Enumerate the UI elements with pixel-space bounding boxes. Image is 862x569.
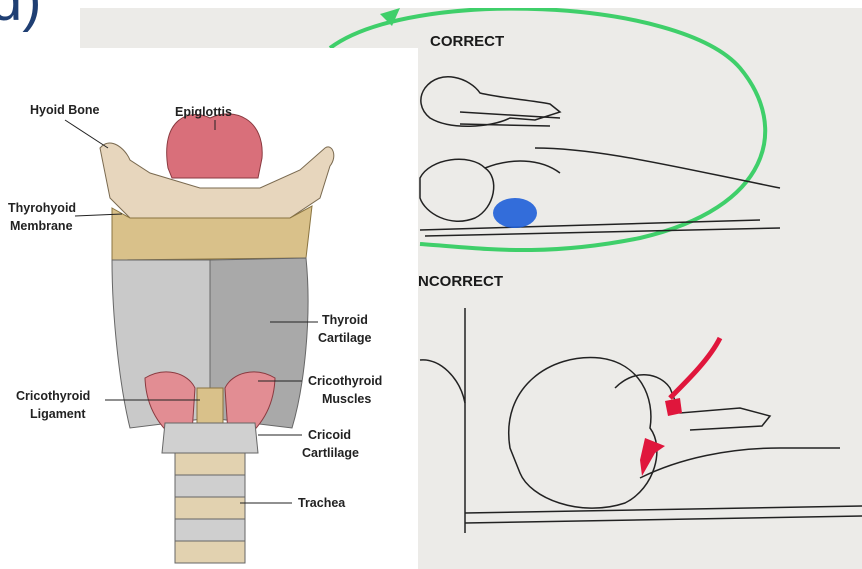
correct-label: CORRECT (430, 33, 504, 50)
blue-towel-roll (493, 198, 537, 228)
label-cricoid-1: Cricoid (308, 428, 351, 442)
label-thyroid-2: Cartilage (318, 331, 372, 345)
label-cricothyroid-muscles-2: Muscles (322, 392, 371, 406)
label-thyroid-1: Thyroid (322, 313, 368, 327)
label-trachea: Trachea (298, 496, 346, 510)
cricothyroid-ligament-shape (197, 388, 223, 428)
label-cricothyroid-ligament-1: Cricothyroid (16, 389, 90, 403)
red-neck-mark (640, 438, 665, 476)
label-cricothyroid-muscles-1: Cricothyroid (308, 374, 382, 388)
label-cricothyroid-ligament-2: Ligament (30, 407, 86, 421)
larynx-diagram: Hyoid Bone Epiglottis Thyrohyoid Membran… (0, 48, 418, 569)
label-thyrohyoid-2: Membrane (10, 219, 73, 233)
cricoid-cartilage-shape (162, 423, 258, 453)
red-airway-line (670, 338, 720, 398)
epiglottis-shape (167, 114, 263, 178)
incorrect-figure (420, 308, 862, 533)
label-thyrohyoid-1: Thyrohyoid (8, 201, 76, 215)
label-hyoid-bone: Hyoid Bone (30, 103, 99, 117)
label-epiglottis: Epiglottis (175, 105, 232, 119)
trachea-rings (175, 453, 245, 563)
slide-label: d) (0, 0, 42, 30)
red-airway-mark (665, 398, 682, 416)
label-cricoid-2: Cartlilage (302, 446, 359, 460)
incorrect-label: NCORRECT (418, 273, 503, 290)
correct-figure (420, 77, 780, 236)
